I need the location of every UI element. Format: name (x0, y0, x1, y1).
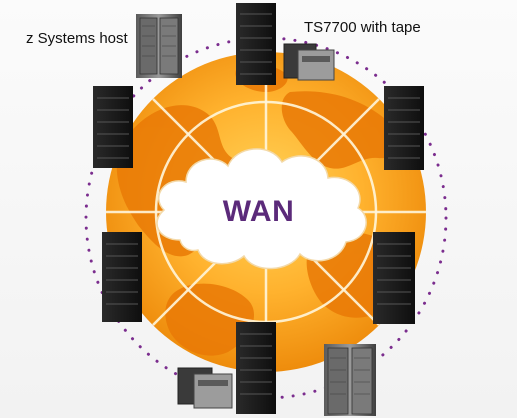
server-rack-upper-right (384, 86, 424, 170)
tape-drive-top (283, 43, 335, 81)
server-rack-top (236, 3, 276, 85)
z-systems-mainframe-top (136, 14, 182, 78)
ts7700-label: TS7700 with tape (304, 19, 421, 36)
server-rack-lower-left (102, 232, 142, 322)
wan-label: WAN (222, 195, 295, 228)
wan-cloud (156, 148, 367, 270)
z-systems-host-label: z Systems host (26, 30, 128, 47)
server-rack-bottom (236, 322, 276, 414)
tape-drive-bottom (177, 367, 233, 409)
server-rack-lower-right (373, 232, 415, 324)
server-rack-upper-left (93, 86, 133, 168)
z-systems-mainframe-bottom (324, 344, 376, 416)
orbit-dotted-ring (84, 36, 448, 400)
